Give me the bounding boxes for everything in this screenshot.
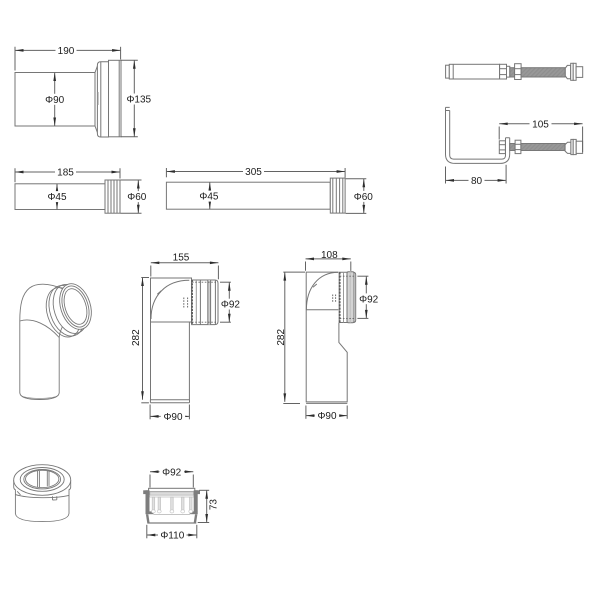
- svg-text:Φ110: Φ110: [160, 531, 184, 542]
- svg-text:Φ135: Φ135: [126, 95, 151, 106]
- svg-text:190: 190: [58, 46, 75, 57]
- svg-text:Φ60: Φ60: [127, 192, 147, 203]
- svg-text:105: 105: [532, 119, 549, 130]
- svg-text:Φ92: Φ92: [221, 300, 241, 311]
- svg-text:155: 155: [173, 252, 190, 263]
- svg-text:80: 80: [471, 176, 483, 187]
- svg-text:108: 108: [321, 250, 338, 261]
- svg-text:Φ45: Φ45: [199, 192, 219, 203]
- svg-text:Φ90: Φ90: [45, 95, 65, 106]
- svg-text:Φ92: Φ92: [162, 467, 182, 478]
- svg-text:Φ60: Φ60: [354, 192, 374, 203]
- svg-text:Φ90: Φ90: [317, 411, 337, 422]
- svg-text:185: 185: [57, 168, 74, 179]
- svg-text:282: 282: [276, 329, 287, 346]
- svg-text:Φ92: Φ92: [359, 294, 379, 305]
- svg-text:305: 305: [245, 167, 262, 178]
- svg-text:Φ45: Φ45: [47, 192, 67, 203]
- svg-text:282: 282: [131, 329, 142, 346]
- svg-text:Φ90: Φ90: [163, 412, 183, 423]
- svg-text:73: 73: [208, 499, 219, 511]
